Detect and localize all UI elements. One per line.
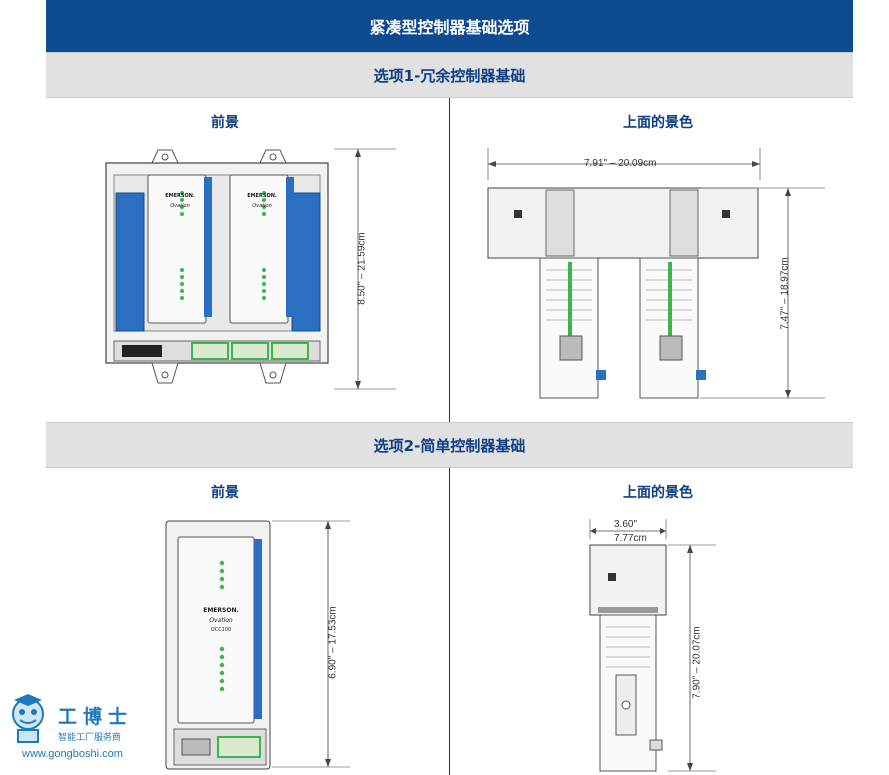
brand-label-2: EMERSON. [247, 193, 277, 199]
watermark: 工博士 智能工厂服务商 www.gongboshi.com [8, 692, 168, 772]
option2-top-height-dim: 7.90" – 20.07cm [691, 626, 703, 699]
brand-label-3: EMERSON. [203, 607, 239, 614]
page-title: 紧凑型控制器基础选项 [46, 0, 853, 52]
option1-title: 选项1-冗余控制器基础 [373, 66, 526, 85]
option2-front-height-dim: 6.90" – 17.53cm [327, 606, 339, 679]
watermark-tagline: 智能工厂服务商 [58, 733, 122, 743]
brand-label: EMERSON. [165, 193, 195, 199]
product-label-3: Ovation [209, 617, 233, 624]
option1-front-height-dim: 8.50" – 21.59cm [356, 232, 368, 305]
option1-title-bar: 选项1-冗余控制器基础 [46, 52, 853, 98]
option1-top-label: 上面的景色 [623, 115, 693, 131]
column-divider-2 [449, 468, 450, 775]
option2-top-label: 上面的景色 [623, 485, 693, 501]
watermark-url: www.gongboshi.com [22, 748, 123, 760]
product-label: Ovation [170, 203, 190, 209]
option1-front-view: EMERSON. Ovation EMERSON. Ovation 8.50" … [100, 145, 400, 395]
option1-front-label: 前景 [211, 115, 239, 131]
watermark-name: 工博士 [58, 706, 134, 728]
model-label: OCC100 [210, 627, 232, 633]
option1-top-height-dim: 7.47" – 18.97cm [779, 257, 791, 330]
option2-front-label: 前景 [211, 485, 239, 501]
product-label-2: Ovation [252, 203, 272, 209]
column-divider [449, 98, 450, 422]
option2-title-bar: 选项2-简单控制器基础 [46, 422, 853, 468]
option2-top-width-dim-cm: 7.77cm [614, 533, 647, 544]
mascot-icon [12, 694, 44, 743]
page-title-text: 紧凑型控制器基础选项 [369, 18, 530, 37]
option2-top-view: 3.60" 7.77cm 7.90" – 20.07cm [580, 515, 720, 773]
option1-top-view: 7.91" – 20.09cm 7.47" – 18.97cm [480, 140, 830, 405]
option2-front-view: EMERSON. Ovation OCC100 6.90" – 17.53cm [160, 515, 360, 770]
option1-top-width-dim: 7.91" – 20.09cm [584, 158, 657, 169]
option2-top-width-dim-in: 3.60" [614, 519, 638, 530]
option2-title: 选项2-简单控制器基础 [373, 436, 526, 455]
